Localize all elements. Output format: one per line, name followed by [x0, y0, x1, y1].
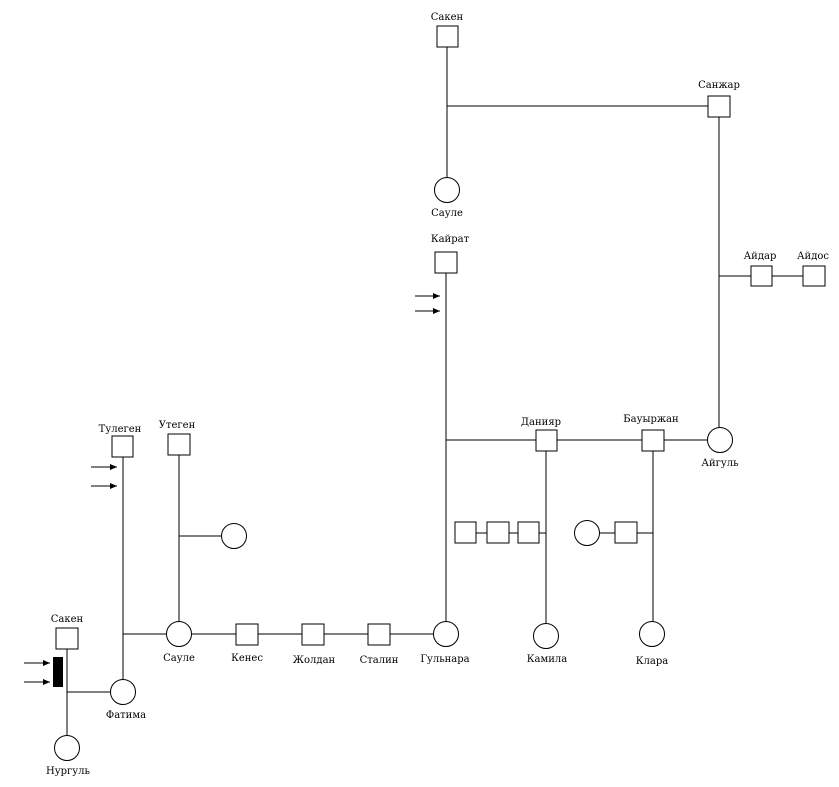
label-stalin: Сталин	[360, 655, 399, 666]
black-bar-marker	[53, 657, 63, 687]
nodes-male	[55, 25, 826, 650]
node-nurgul	[54, 735, 80, 761]
label-utegen: Утеген	[159, 420, 196, 431]
label-aidar: Айдар	[744, 251, 777, 262]
node-stalin	[367, 623, 391, 646]
node-kairat	[434, 251, 458, 274]
label-saken-bottom: Сакен	[51, 614, 84, 625]
label-nurgul: Нургуль	[46, 766, 90, 777]
node-saule-mid	[166, 621, 192, 647]
label-daniyar: Данияр	[521, 417, 561, 428]
node-klara	[639, 621, 665, 647]
node-aigul	[707, 427, 733, 453]
label-kenes: Кенес	[231, 653, 263, 664]
node-aidos	[802, 265, 826, 287]
label-kairat: Кайрат	[431, 234, 470, 245]
node-tulegen	[111, 435, 134, 458]
node-sibling-2	[486, 521, 510, 544]
node-saule-top	[434, 177, 460, 203]
connector-lines	[66, 47, 803, 736]
nodes-female	[54, 177, 733, 761]
arrows	[24, 293, 440, 685]
node-klara-sibling	[614, 521, 638, 544]
label-tulegen: Тулеген	[99, 424, 142, 435]
label-saken-top: Сакен	[431, 12, 464, 23]
label-aidos: Айдос	[797, 251, 829, 262]
node-saken-top	[436, 25, 459, 48]
node-utegen	[167, 433, 191, 456]
label-saule-top: Сауле	[431, 208, 463, 219]
node-sibling-1	[454, 521, 477, 544]
node-fatima	[110, 679, 136, 705]
node-utegen-wife	[221, 523, 247, 549]
label-bauyrzhan: Бауыржан	[623, 414, 679, 425]
node-klara-sibling-circle	[574, 520, 600, 546]
node-bauyrzhan	[641, 429, 665, 452]
node-gulnara	[433, 621, 459, 647]
label-fatima: Фатима	[106, 710, 146, 721]
node-aidar	[750, 265, 773, 287]
node-kamila	[533, 623, 559, 649]
node-daniyar	[535, 429, 558, 452]
label-klara: Клара	[636, 656, 668, 667]
label-gulnara: Гульнара	[420, 654, 469, 665]
label-kamila: Камила	[527, 654, 567, 665]
node-saken-bottom	[55, 627, 79, 650]
label-zholdan: Жолдан	[293, 655, 336, 666]
labels: Сакен Санжар Сауле Кайрат Айдар Айдос Да…	[46, 12, 829, 777]
node-kenes	[235, 623, 259, 646]
label-aigul: Айгуль	[701, 458, 739, 469]
node-sibling-3	[517, 521, 540, 544]
label-sanzhar: Санжар	[698, 80, 740, 91]
node-zholdan	[301, 623, 325, 646]
node-sanzhar	[707, 95, 731, 118]
label-saule-mid: Сауле	[163, 653, 195, 664]
